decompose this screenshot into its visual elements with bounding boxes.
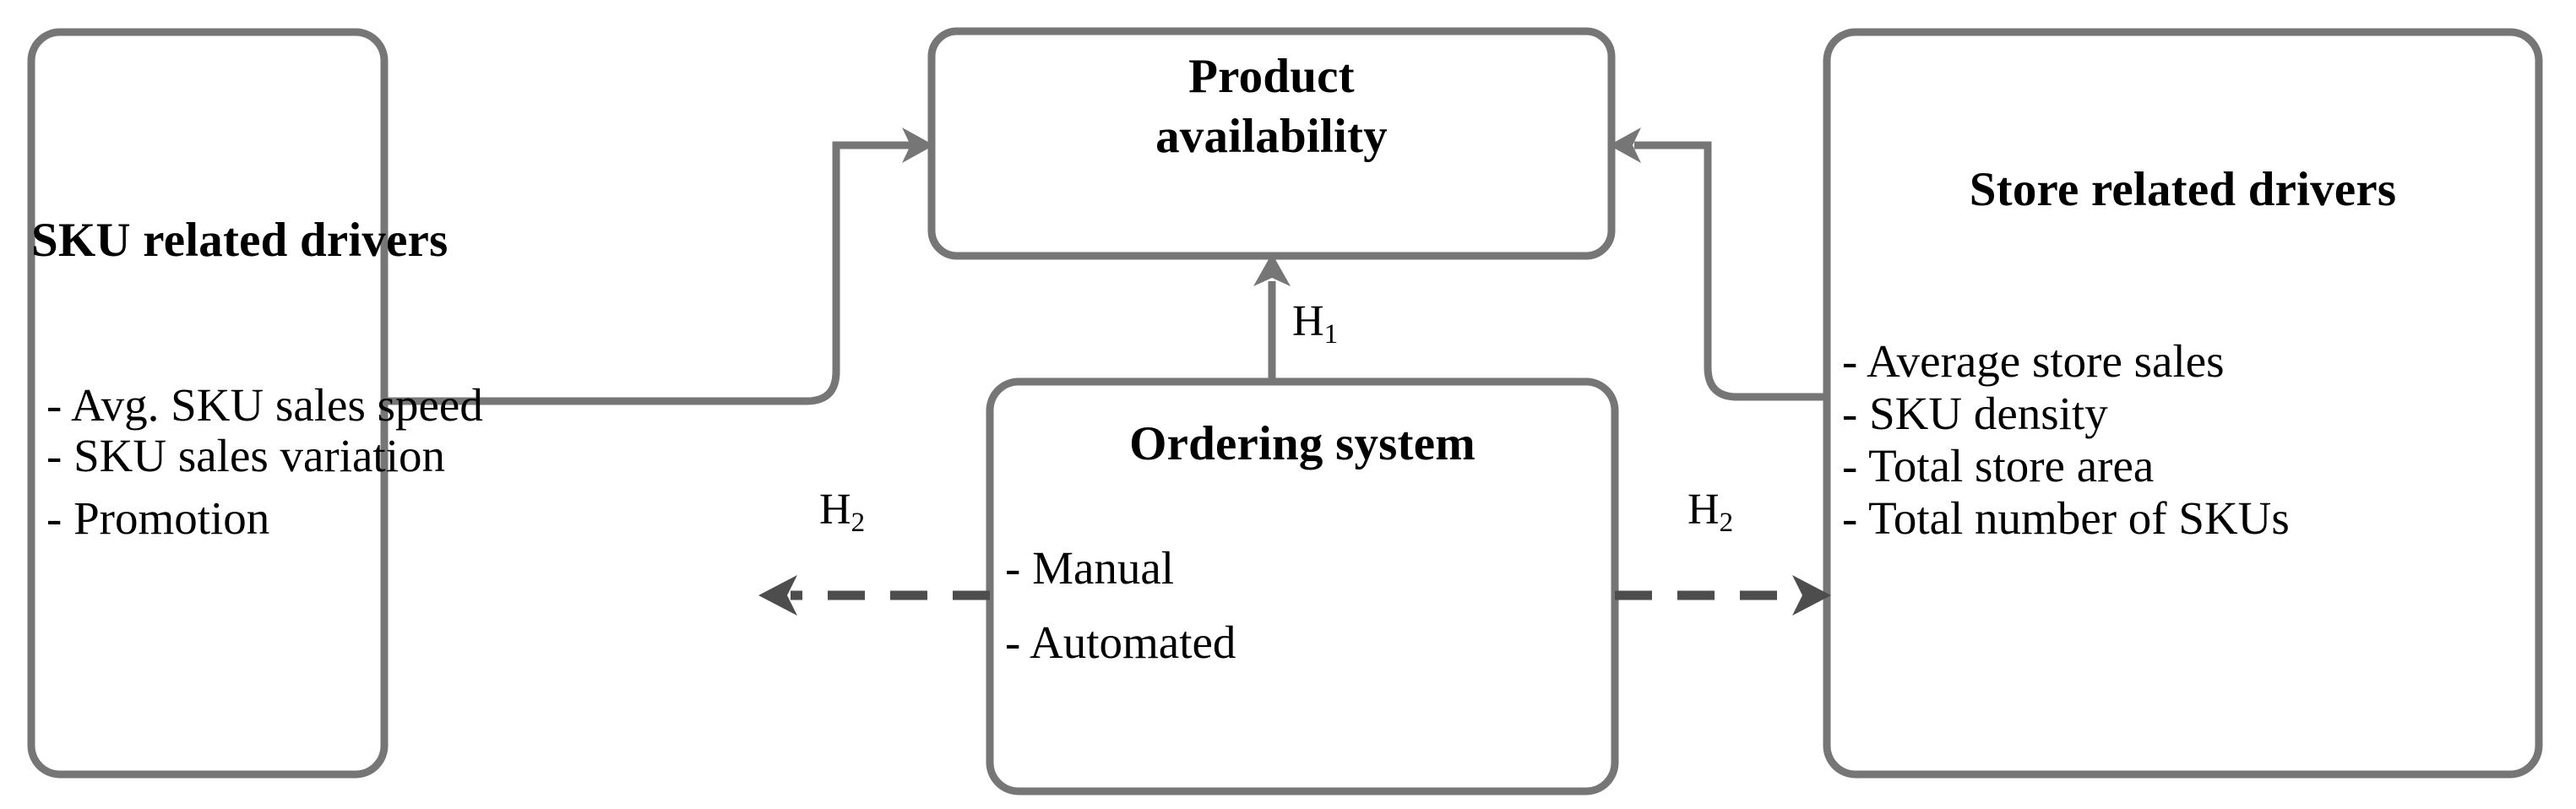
connector-ordering-to-store — [1615, 575, 1831, 616]
ordering-system-title: Ordering system — [1129, 417, 1475, 470]
list-item: - Total number of SKUs — [1842, 492, 2290, 544]
arrowhead-h2-left — [758, 575, 797, 616]
sku-related-drivers-items: - Avg. SKU sales speed - SKU sales varia… — [46, 382, 483, 546]
hypothesis-label-h1-subscript: 1 — [1323, 319, 1339, 350]
connector-sku-to-availability — [384, 128, 934, 405]
product-availability-title-line2: availability — [1155, 110, 1388, 163]
list-item: - SKU sales variation — [46, 430, 445, 481]
box-ordering-system[interactable] — [986, 377, 1619, 795]
hypothesis-label-h2-left-subscript: 2 — [851, 508, 866, 539]
connector-ordering-to-availability — [1253, 253, 1291, 382]
list-item: - Avg. SKU sales speed — [46, 379, 483, 431]
list-item: - Promotion — [46, 492, 270, 544]
list-item: - Total store area — [1842, 440, 2155, 491]
sku-related-drivers-title: SKU related drivers — [31, 214, 448, 267]
connector-ordering-to-sku — [758, 575, 990, 616]
store-related-drivers-title: Store related drivers — [1969, 163, 2397, 216]
store-related-drivers-items: - Average store sales - SKU density - To… — [1842, 338, 2290, 547]
ordering-system-items: - Manual - Automated — [1005, 545, 1236, 693]
box-store-related-drivers[interactable] — [1823, 28, 2543, 779]
hypothesis-label-h2-right-text: H — [1687, 486, 1720, 534]
list-item: - Manual — [1005, 542, 1175, 594]
list-item: - Average store sales — [1842, 335, 2225, 387]
hypothesis-label-h2-left: H2 — [819, 488, 865, 537]
arrowhead-h2-right — [1792, 575, 1831, 616]
hypothesis-label-h2-left-text: H — [819, 486, 851, 534]
product-availability-title: Product availability — [932, 52, 1611, 160]
hypothesis-label-h1: H1 — [1292, 300, 1338, 349]
arrowhead-sku-to-availability — [902, 128, 934, 163]
list-item: - SKU density — [1842, 388, 2108, 439]
list-item: - Automated — [1005, 616, 1236, 668]
arrowhead-store-to-availability — [1609, 128, 1641, 163]
arrowhead-h1 — [1253, 253, 1291, 286]
hypothesis-label-h1-text: H — [1292, 297, 1324, 345]
hypothesis-label-h2-right-subscript: 2 — [1719, 508, 1734, 539]
hypothesis-label-h2-right: H2 — [1687, 488, 1733, 537]
connector-store-to-availability — [1609, 128, 1827, 401]
product-availability-title-line1: Product — [1188, 50, 1355, 103]
